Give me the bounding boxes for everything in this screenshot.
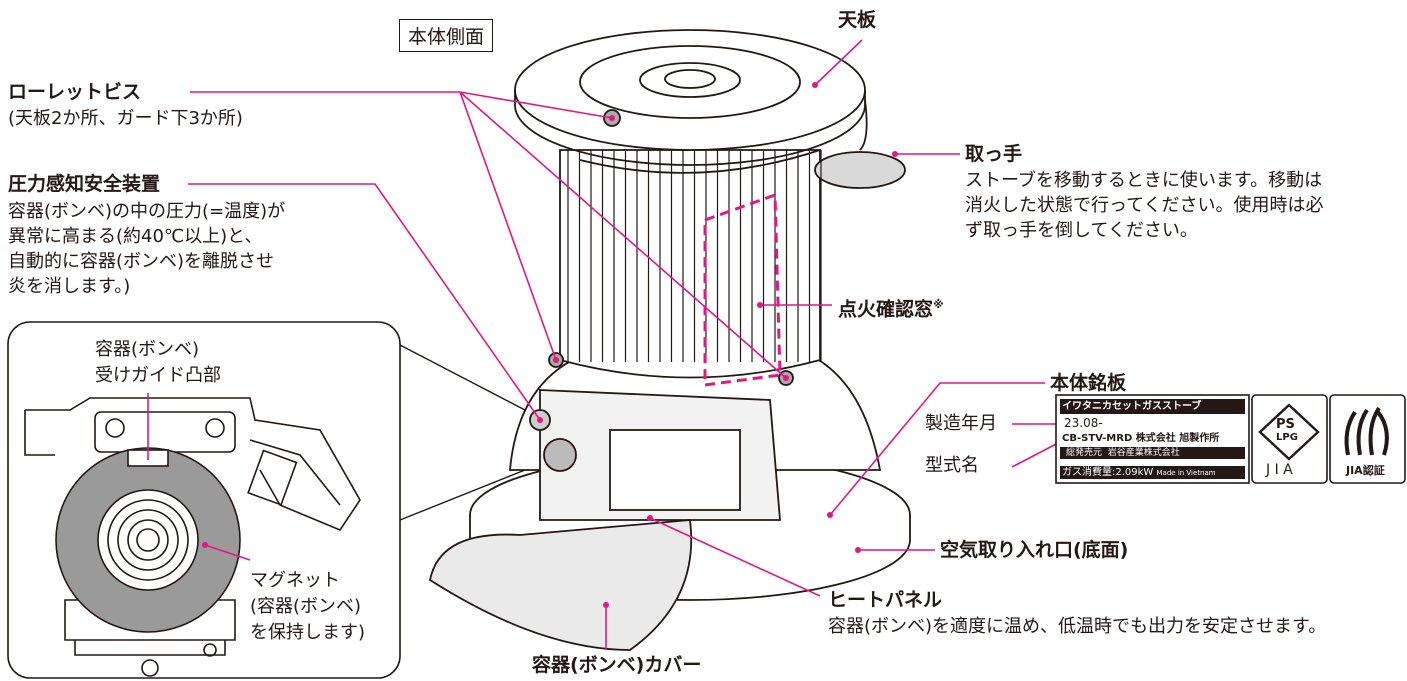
inset-detail <box>7 321 401 679</box>
plate-consumption: ガス消費量:2.09kW <box>1062 467 1154 478</box>
ignition-window-mark: ※ <box>933 298 944 311</box>
handle-note-3: ず取っ手を倒してください。 <box>965 220 1198 241</box>
jia-right-text: JIA認証 <box>1346 464 1385 477</box>
view-label: 本体側面 <box>399 19 494 52</box>
nameplate-graphic <box>1055 394 1406 484</box>
pressure-device-label: 圧力感知安全装置 <box>8 173 161 195</box>
plate-made-in: Made in Vietnam <box>1156 469 1216 477</box>
ignition-window-label: 点火確認窓※ <box>838 298 944 321</box>
ps-mark-bottom: LPG <box>1276 432 1298 443</box>
magnet-label-3: を保持します) <box>250 622 366 643</box>
jia-left-text: J I A <box>1266 462 1293 478</box>
pressure-device-note-4: 炎を消します。) <box>8 276 131 297</box>
plate-date: 23.08- <box>1064 416 1103 430</box>
magnet-label-2: (容器(ボンベ) <box>250 596 362 617</box>
plate-maker: 株式会社 旭製作所 <box>1135 433 1220 444</box>
stove-illustration <box>428 29 911 651</box>
knurled-screw-label: ローレットビス <box>8 81 142 103</box>
pressure-device-note-3: 自動的に容器(ボンベ)を離脱させ <box>8 251 275 272</box>
pressure-device-note-2: 異常に高まる(約40℃以上)と、 <box>8 226 263 247</box>
plate-consumption-line: ガス消費量:2.09kW Made in Vietnam <box>1062 466 1216 480</box>
magnet-label-1: マグネット <box>250 570 340 591</box>
leader-lines <box>188 39 1061 650</box>
guide-label-1: 容器(ボンベ) <box>95 339 200 360</box>
plate-header: イワタニカセットガスストーブ <box>1062 401 1202 412</box>
handle-label: 取っ手 <box>965 143 1023 165</box>
manufacture-date-label: 製造年月 <box>925 413 997 434</box>
heat-panel-label: ヒートパネル <box>828 589 943 611</box>
pressure-device-note-1: 容器(ボンベ)の中の圧力(=温度)が <box>8 201 286 222</box>
guide-label-2: 受けガイド凸部 <box>95 365 221 386</box>
plate-seller-label: 総発売元 <box>1066 448 1103 458</box>
plate-model: CB-STV-MRD <box>1062 433 1133 444</box>
top-plate-label: 天板 <box>838 9 877 31</box>
handle-note-1: ストーブを移動するときに使います。移動は <box>965 170 1323 191</box>
ignition-window-outline <box>703 192 782 387</box>
knurled-screw-note: (天板2か所、ガード下3か所) <box>8 108 243 129</box>
air-intake-label: 空気取り入れ口(底面) <box>940 539 1129 561</box>
plate-seller: 岩谷産業株式会社 <box>1107 448 1180 458</box>
ps-mark-top: PS <box>1276 417 1295 432</box>
model-name-label: 型式名 <box>925 455 979 476</box>
magnifier-lines <box>399 344 526 521</box>
plate-model-line: CB-STV-MRD 株式会社 旭製作所 <box>1062 432 1219 446</box>
guard-bars <box>567 150 822 362</box>
inset-leaders <box>147 393 251 561</box>
cylinder-cover-label: 容器(ボンベ)カバー <box>532 654 702 676</box>
nameplate-label: 本体銘板 <box>1050 372 1127 394</box>
heat-panel-note: 容器(ボンベ)を適度に温め、低温時でも出力を安定させます。 <box>828 616 1327 637</box>
handle-note-2: 消火した状態で行ってください。使用時は必 <box>965 195 1324 216</box>
plate-seller-line: 総発売元 岩谷産業株式会社 <box>1066 447 1180 459</box>
